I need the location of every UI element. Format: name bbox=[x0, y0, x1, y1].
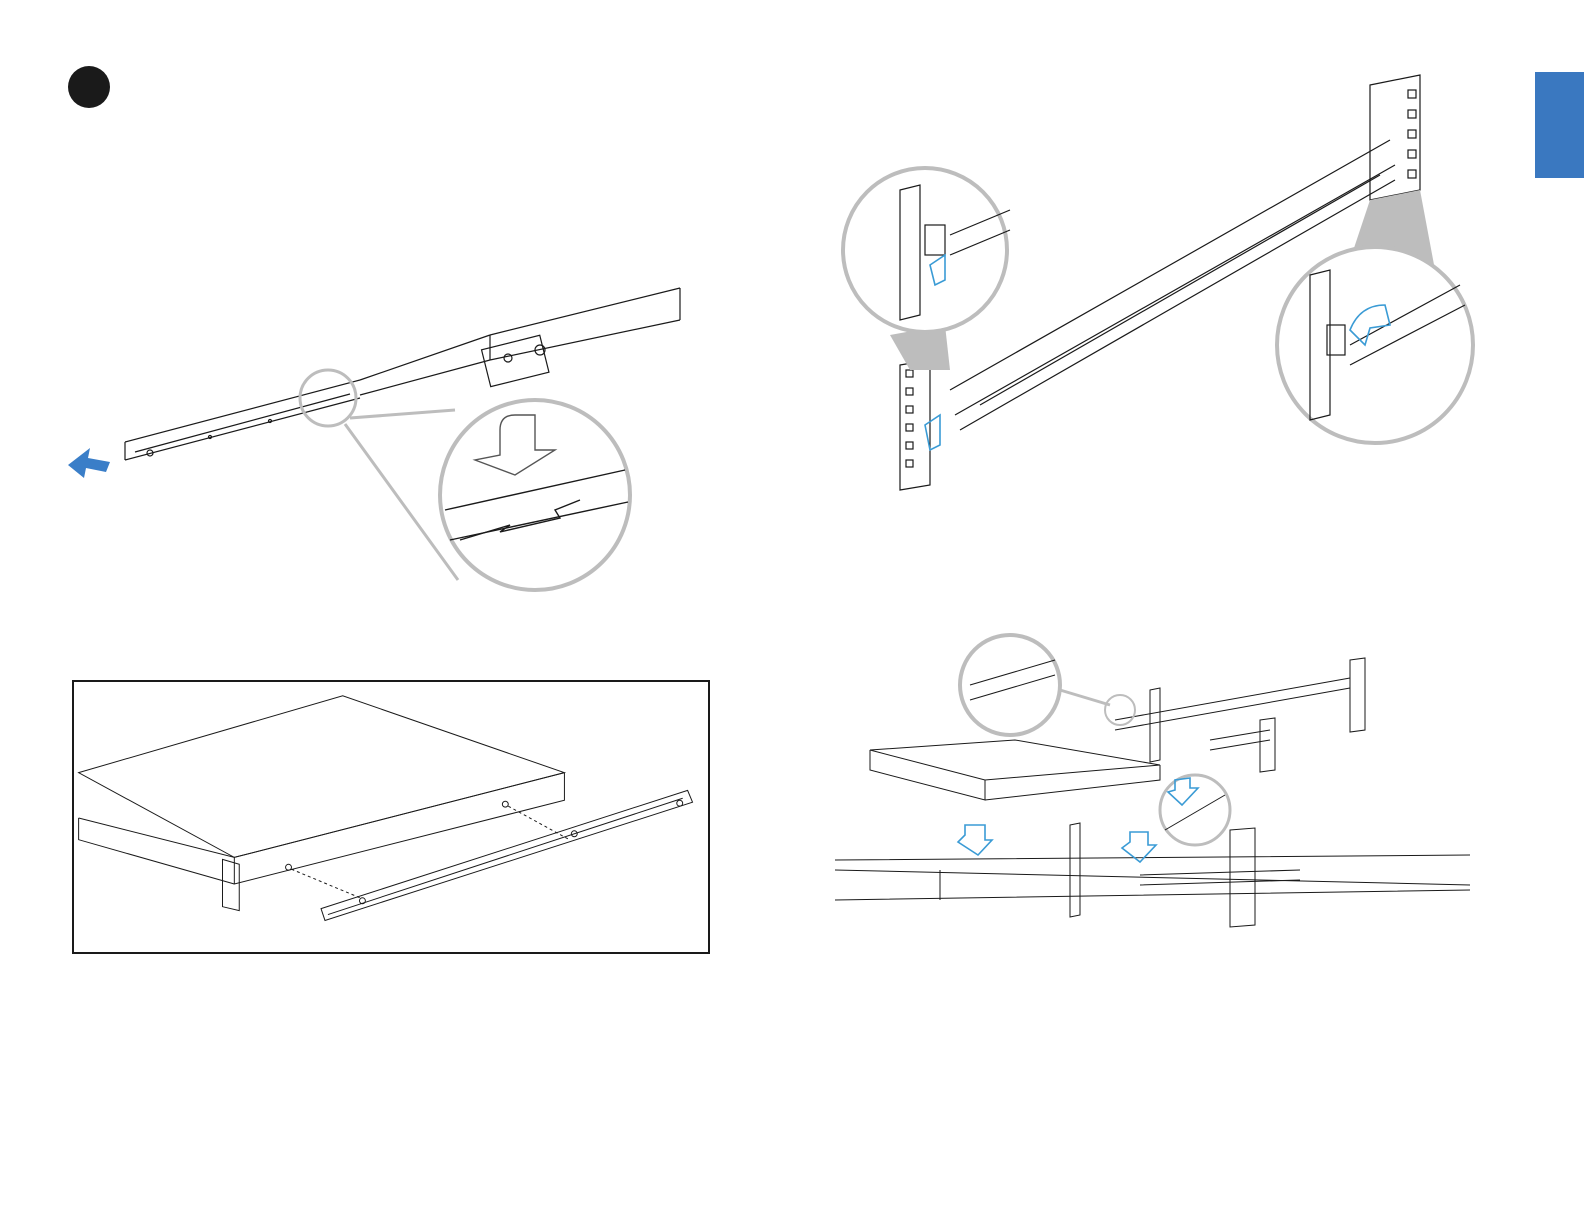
figure-extend-inner-rail bbox=[60, 270, 700, 610]
insert-chassis-illustration bbox=[830, 630, 1490, 940]
figure-attach-inner-rail bbox=[72, 680, 710, 954]
step-marker bbox=[68, 66, 110, 108]
pull-arrow bbox=[68, 448, 110, 478]
page-section-tab bbox=[1535, 72, 1584, 178]
figure-mount-rail-to-rack bbox=[830, 70, 1490, 500]
figure-insert-chassis bbox=[830, 630, 1490, 940]
extend-rail-illustration bbox=[60, 270, 700, 610]
mount-rail-illustration bbox=[830, 70, 1490, 500]
push-arrow-left bbox=[958, 825, 992, 855]
attach-rail-illustration bbox=[74, 682, 708, 952]
